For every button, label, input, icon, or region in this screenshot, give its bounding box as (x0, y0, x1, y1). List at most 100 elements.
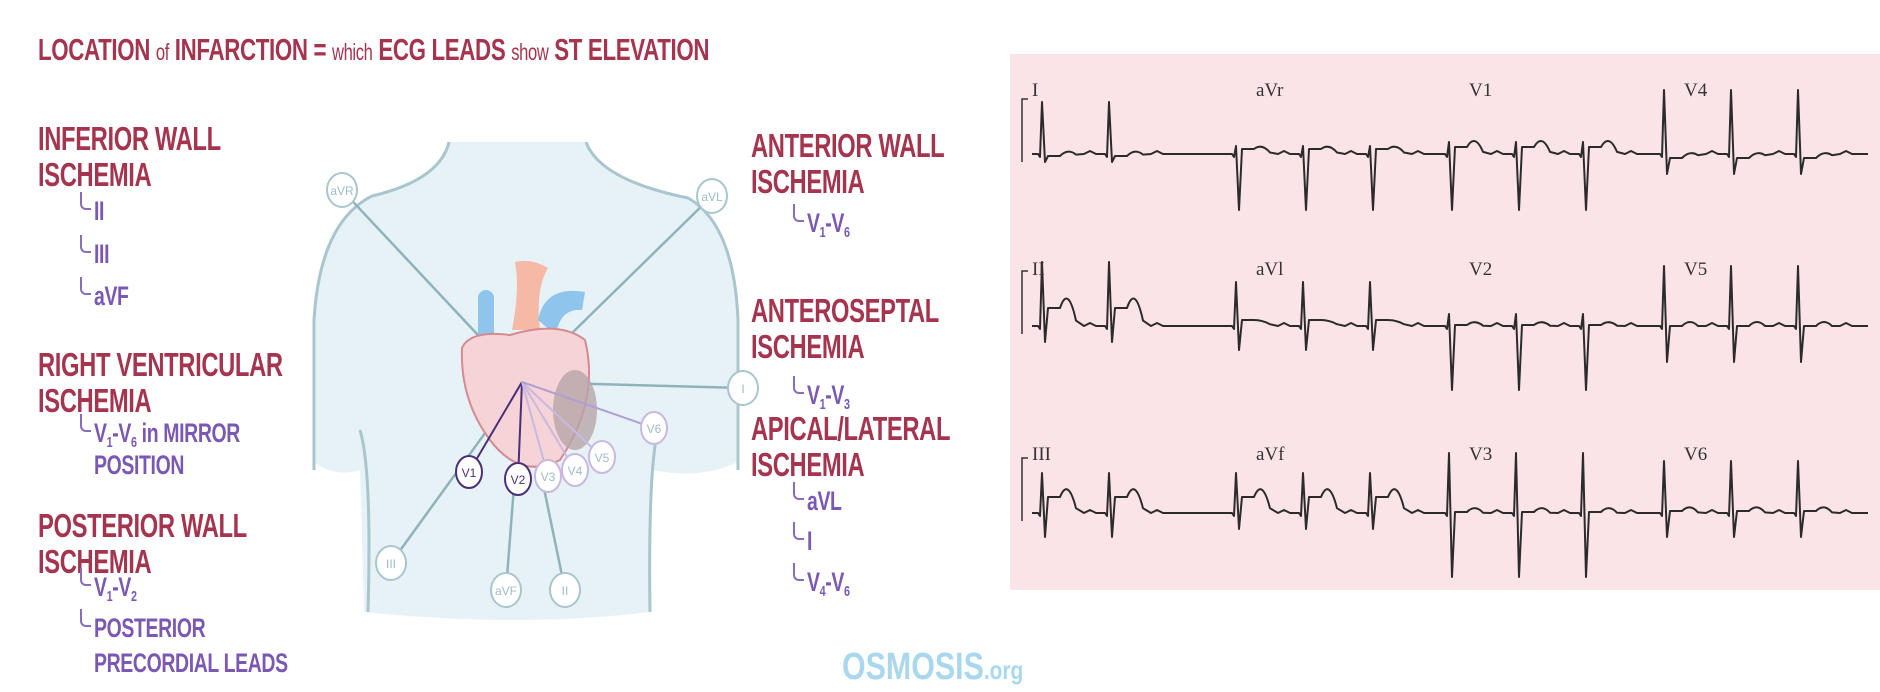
electrode-label: V4 (568, 464, 583, 478)
electrode-v5: V5 (588, 440, 616, 474)
page-title: LOCATION of INFARCTION = which ECG LEADS… (38, 32, 709, 68)
lead-item: aVL (807, 486, 842, 516)
lead-text: -V (112, 572, 131, 602)
lead-label: aVl (1256, 259, 1284, 280)
section-heading: ISCHEMIA (751, 163, 865, 200)
electrode-label: aVF (495, 584, 517, 598)
ecg-trace-v4 (1654, 89, 1868, 175)
lead-text: -V (825, 208, 844, 238)
logo-name: OSMOSIS (842, 646, 984, 688)
lead-text: 3 (843, 396, 850, 413)
lead-item: PRECORDIAL LEADS (94, 648, 288, 678)
bracket-connector (793, 522, 804, 540)
lead-item: POSTERIOR (94, 613, 206, 643)
electrode-v1: V1 (455, 455, 483, 489)
lead-label: I (1032, 80, 1039, 101)
lead-text: V (807, 380, 820, 410)
bracket-connector (793, 482, 804, 500)
calibration-pulse (1021, 270, 1028, 334)
bracket-connector (80, 568, 91, 586)
title-part: ECG LEADS (378, 32, 506, 67)
lead-text: V (94, 572, 107, 602)
lead-label: aVf (1256, 444, 1285, 465)
lead-label: V4 (1684, 80, 1708, 101)
lead-text: POSTERIOR (94, 613, 206, 643)
section-heading: INFERIOR WALL (38, 120, 221, 157)
section-heading: ISCHEMIA (38, 382, 152, 419)
lead-text: POSITION (94, 450, 185, 480)
electrode-label: V2 (511, 473, 526, 487)
lead-text: 1 (819, 224, 826, 241)
ecg-trace-iii (1032, 472, 1226, 538)
section-heading: POSTERIOR WALL (38, 507, 247, 544)
title-part: ST ELEVATION (554, 32, 710, 67)
section-heading: ISCHEMIA (751, 328, 865, 365)
electrode-v4: V4 (561, 453, 589, 487)
lead-item: V1-V6 (807, 208, 850, 248)
torso-outline (312, 141, 740, 613)
lead-text: 1 (819, 396, 826, 413)
electrode-v2: V2 (504, 462, 532, 496)
electrode-v6: V6 (640, 411, 668, 445)
ecg-trace-v6 (1654, 460, 1868, 538)
section-heading: APICAL/LATERAL (751, 410, 951, 447)
bracket-connector (793, 204, 804, 222)
lead-label: V2 (1469, 259, 1493, 280)
calibration-pulse (1021, 457, 1028, 521)
ecg-trace-v2 (1439, 313, 1654, 391)
lead-item: aVF (94, 281, 129, 311)
lead-label: V5 (1684, 259, 1708, 280)
title-part: INFARCTION = (174, 32, 327, 67)
electrode-v3: V3 (534, 459, 562, 493)
lead-label: II (1032, 259, 1045, 280)
title-part: which (331, 39, 373, 65)
lead-text: V (807, 208, 820, 238)
section-heading: RIGHT VENTRICULAR (38, 346, 283, 383)
bracket-connector (80, 192, 91, 210)
ecg-trace-v5 (1654, 265, 1868, 363)
lead-text: -V (112, 418, 131, 448)
lead-text: 1 (106, 434, 113, 451)
lead-text: V (94, 418, 107, 448)
logo-suffix: .org (983, 655, 1024, 685)
lead-text: V (807, 567, 820, 597)
lead-text: 6 (843, 583, 850, 600)
lead-item: V1-V2 (94, 572, 137, 612)
lead-label: V3 (1469, 444, 1493, 465)
lead-item: II (94, 196, 104, 226)
bracket-connector (80, 609, 91, 627)
ecg-trace-v3 (1439, 452, 1654, 578)
electrode-label: V5 (595, 451, 610, 465)
section-heading: ISCHEMIA (38, 543, 152, 580)
osmosis-logo: OSMOSIS.org (842, 646, 1023, 689)
lead-text: 6 (130, 434, 137, 451)
section-heading: ISCHEMIA (751, 446, 865, 483)
lead-item: III (94, 239, 109, 269)
bracket-connector (80, 414, 91, 432)
lead-text: aVF (94, 281, 129, 311)
lead-text: II (94, 196, 105, 226)
lead-item: V4-V6 (807, 567, 850, 607)
electrode-avl: aVL (696, 178, 728, 214)
electrode-iii: III (375, 545, 407, 581)
section-heading: ANTEROSEPTAL (751, 292, 939, 329)
lead-text: PRECORDIAL LEADS (94, 648, 288, 678)
lead-text: 4 (819, 583, 826, 600)
ecg-trace-avl (1226, 281, 1439, 351)
ecg-trace-avr (1226, 145, 1439, 211)
ecg-trace-avf (1226, 472, 1439, 530)
lead-item: I (807, 526, 812, 556)
lead-label: III (1032, 444, 1051, 465)
calibration-pulse (1021, 98, 1028, 162)
bracket-connector (793, 563, 804, 581)
lead-text: 2 (130, 588, 137, 605)
ecg-trace-ii (1032, 261, 1226, 343)
section-heading: ISCHEMIA (38, 156, 152, 193)
ecg-trace-v1 (1439, 140, 1654, 211)
lead-text: 6 (843, 224, 850, 241)
lead-text: -V (825, 567, 844, 597)
title-part: LOCATION (38, 32, 151, 67)
lead-text: 1 (106, 588, 113, 605)
electrode-label: II (562, 584, 569, 598)
